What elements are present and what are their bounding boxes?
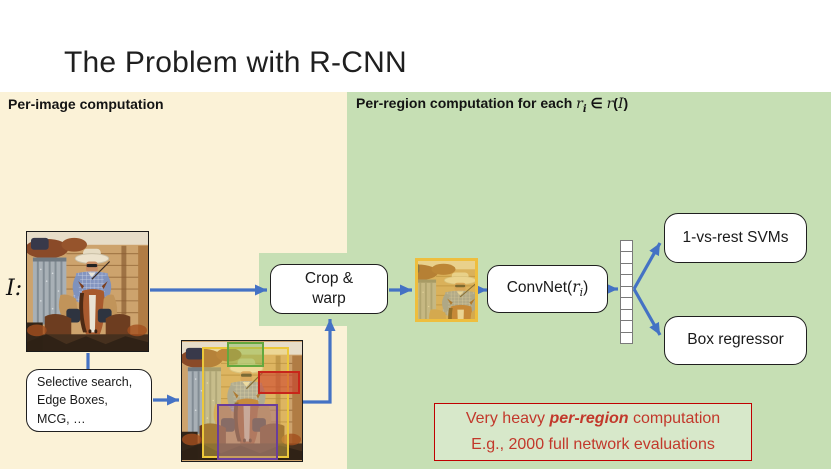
proposal-box-purple bbox=[217, 404, 278, 460]
feature-vector-cell bbox=[621, 332, 632, 343]
math-r-sub: i bbox=[582, 103, 587, 115]
crop-warp-line-2: warp bbox=[312, 290, 346, 307]
feature-vector-cell bbox=[621, 321, 632, 333]
convnet-suffix: ) bbox=[583, 279, 589, 297]
warning-line-2: E.g., 2000 full network evaluations bbox=[471, 436, 715, 453]
per-region-label: Per-region computation for each ri ∈ r(I… bbox=[356, 95, 628, 115]
methods-line-3: MCG, … bbox=[37, 411, 86, 426]
math-r: r bbox=[576, 96, 583, 112]
crop-warp-box: Crop & warp bbox=[270, 264, 388, 314]
methods-line-2: Edge Boxes, bbox=[37, 393, 108, 408]
feature-vector-cell bbox=[621, 298, 632, 310]
input-image bbox=[26, 231, 149, 352]
region-proposals-image bbox=[181, 340, 303, 462]
feature-vector-cell bbox=[621, 241, 632, 253]
math-element-of: ∈ bbox=[586, 95, 607, 111]
warning-per-region-em: per-region bbox=[549, 410, 629, 428]
math-r2: r bbox=[606, 96, 614, 112]
input-image-label: I: bbox=[6, 276, 23, 301]
svm-box: 1-vs-rest SVMs bbox=[664, 213, 807, 263]
box-regressor-box: Box regressor bbox=[664, 316, 807, 365]
math-I: I bbox=[617, 96, 624, 112]
per-region-label-text: Per-region computation for each bbox=[356, 95, 577, 111]
warp-tint-overlay bbox=[418, 261, 475, 319]
warped-crop-image bbox=[415, 258, 478, 322]
convnet-r: r bbox=[572, 278, 580, 297]
cowboy-photo bbox=[27, 232, 148, 351]
proposal-box-green bbox=[227, 342, 264, 367]
crop-warp-line-1: Crop & bbox=[304, 269, 354, 287]
feature-vector-cell bbox=[621, 252, 632, 264]
feature-vector-cell bbox=[621, 275, 632, 287]
methods-line-1: Selective search, bbox=[37, 375, 133, 390]
warning-callout: Very heavy per-region computation E.g., … bbox=[434, 403, 752, 461]
warning-l1c: computation bbox=[628, 410, 721, 428]
warning-l1a: Very heavy bbox=[465, 410, 550, 428]
box-regressor-label: Box regressor bbox=[687, 331, 784, 349]
proposal-methods-box: Selective search, Edge Boxes, MCG, … bbox=[26, 369, 152, 432]
math-paren-close: ) bbox=[623, 95, 629, 111]
feature-vector-cell bbox=[621, 286, 632, 299]
warning-line-1: Very heavy per-region computation bbox=[466, 406, 720, 432]
convnet-label: ConvNet(ri) bbox=[507, 277, 589, 300]
convnet-box: ConvNet(ri) bbox=[487, 265, 608, 313]
page-title: The Problem with R-CNN bbox=[64, 46, 407, 79]
proposal-box-red bbox=[258, 371, 300, 394]
per-image-label: Per-image computation bbox=[8, 96, 164, 112]
feature-vector bbox=[620, 240, 633, 344]
convnet-r-sub: i bbox=[579, 286, 584, 300]
feature-vector-cell bbox=[621, 263, 632, 276]
math-paren-open: ( bbox=[613, 95, 618, 111]
svm-label: 1-vs-rest SVMs bbox=[682, 228, 789, 246]
feature-vector-cell bbox=[621, 309, 632, 322]
convnet-prefix: ConvNet( bbox=[506, 279, 573, 297]
